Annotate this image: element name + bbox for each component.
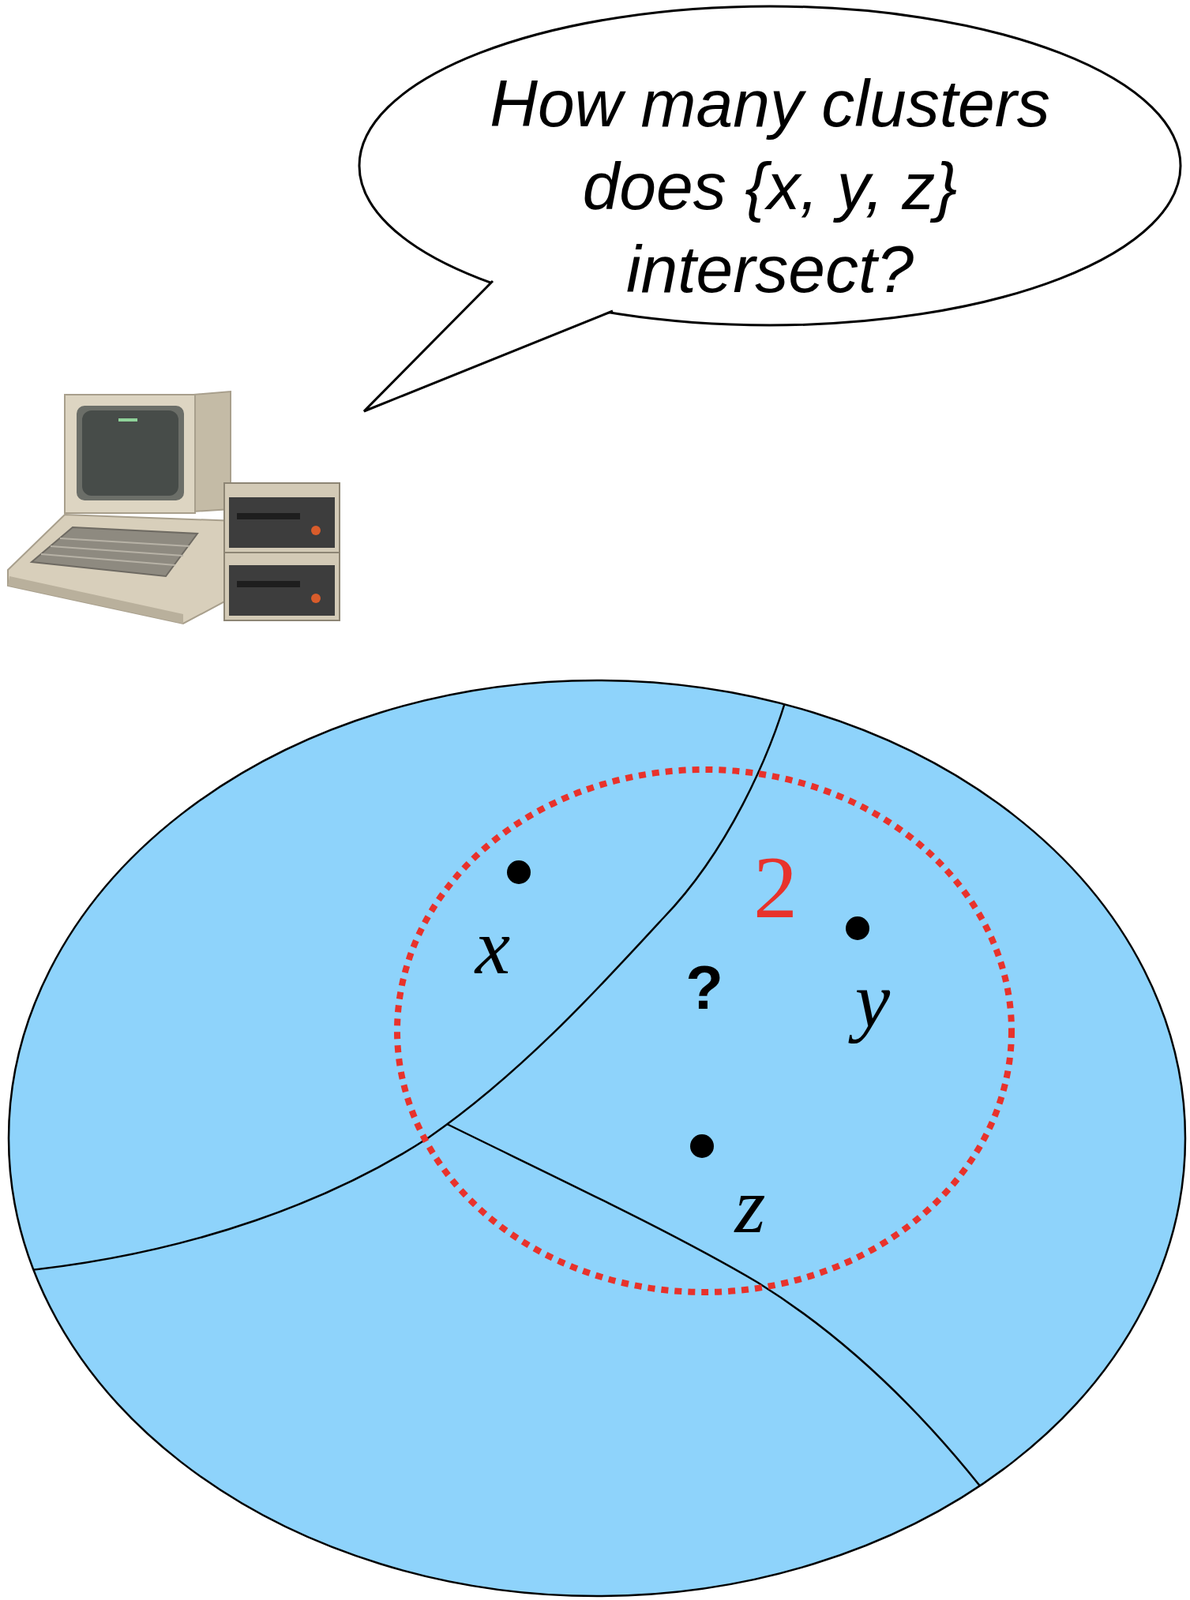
bubble-ellipse (359, 6, 1181, 326)
keyboard-keys (31, 527, 198, 577)
drive-logo (311, 525, 321, 536)
cluster-boundary (7, 686, 790, 1273)
drive-slot (236, 513, 301, 520)
speech-bubble: How many clusters does {x, y, z} interse… (357, 4, 1183, 327)
space-ellipse (8, 680, 1186, 1597)
keyboard-base (7, 514, 237, 624)
cluster-boundary (446, 1124, 1003, 1517)
point-dot (690, 1134, 714, 1159)
screen (82, 410, 179, 496)
query-ball (397, 769, 1012, 1293)
point-dot (845, 916, 870, 941)
bubble-tail (364, 281, 613, 412)
point-label: x (475, 908, 511, 988)
space-outline (8, 680, 1186, 1597)
screen-glow (118, 418, 138, 422)
question-text: How many clusters does {x, y, z} interse… (438, 62, 1102, 312)
monitor-front (64, 394, 196, 514)
key-rows (41, 538, 190, 566)
disk-drive (224, 483, 340, 553)
drive-face (228, 565, 335, 616)
drive-logo (311, 593, 321, 604)
computer-icon (7, 391, 340, 624)
base-edge (7, 576, 184, 624)
disk-drive (224, 552, 340, 621)
cluster-count: 2 (753, 843, 798, 932)
point-dot (506, 860, 531, 885)
point-label: y (855, 961, 890, 1041)
drive-face (228, 497, 335, 549)
screen-bezel (76, 405, 184, 501)
drive-slot (236, 581, 301, 588)
question-mark: ? (685, 957, 724, 1019)
point-label: z (735, 1167, 766, 1247)
